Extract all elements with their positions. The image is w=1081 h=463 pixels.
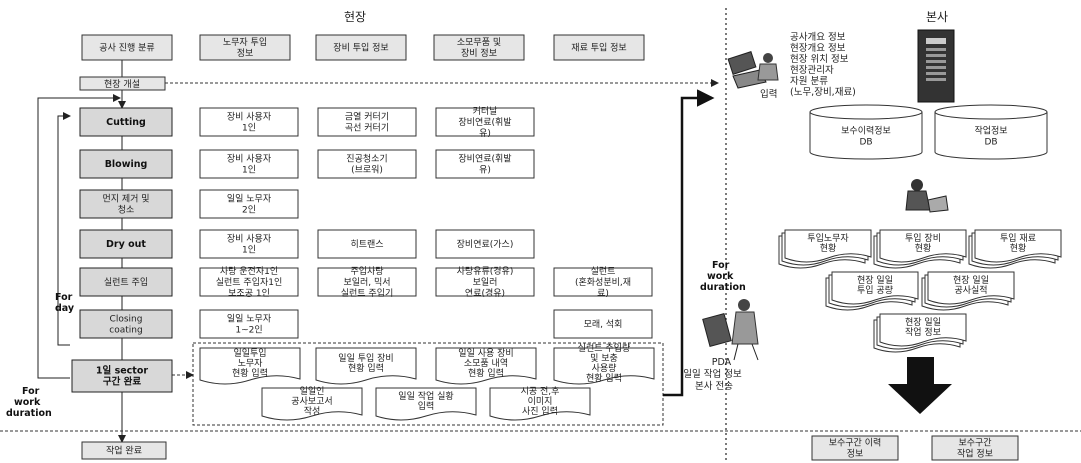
step-0: Cutting	[80, 108, 172, 136]
site-open: 현장 개설	[80, 77, 165, 90]
server-icon	[918, 30, 954, 102]
step-5-cell-1: 모래, 석회	[554, 310, 652, 338]
step-1-cell-1: 진공청소기(브로워)	[318, 150, 416, 178]
hq-doc3-0: 현장 일일작업 정보	[874, 314, 966, 352]
pda-upload-line	[663, 98, 712, 395]
operator-input-icon	[728, 52, 778, 88]
step-3-cell-1: 히트랜스	[318, 230, 416, 258]
step-3-text: Dry out	[106, 239, 146, 250]
step-5-text: Closingcoating	[109, 315, 142, 336]
step-4-text: 실런트 주입	[104, 276, 148, 288]
db-1: 작업정보DB	[935, 105, 1047, 159]
top-box-0: 공사 진행 분류	[82, 35, 172, 60]
step-3-cell-1-text: 히트랜스	[350, 239, 383, 250]
pda-worker-icon	[703, 299, 758, 360]
top-box-4-text: 재료 투입 정보	[571, 42, 626, 54]
hq-doc1-2: 투입 재료현황	[969, 230, 1061, 268]
step-1-text: Blowing	[105, 159, 148, 170]
step-3-cell-0: 장비 사용자1인	[200, 230, 298, 258]
step-1: Blowing	[80, 150, 172, 178]
site-header: 현장	[344, 10, 366, 24]
sector-done: 1일 sector구간 완료	[72, 360, 172, 392]
hq-doc2-1: 현장 일일공사실적	[922, 272, 1014, 310]
step-5-cell-1-text: 모래, 석회	[584, 319, 623, 330]
step-3: Dry out	[80, 230, 172, 258]
input-tag: 입력	[760, 88, 777, 100]
input-doc-4: 일일인공사보고서작성	[262, 386, 362, 420]
pda-caption: PDA 일일 작업 정보 본사 전송	[683, 357, 745, 392]
step-4: 실런트 주입	[80, 268, 172, 296]
sector-done-text: 1일 sector구간 완료	[96, 365, 148, 388]
step-1-cell-0: 장비 사용자1인	[200, 150, 298, 178]
input-doc-0: 일일투입노무자현황 입력	[200, 347, 300, 384]
step-3-cell-2: 장비연료(가스)	[436, 230, 534, 258]
work-done: 작업 완료	[82, 442, 166, 459]
top-box-3-text: 소모무품 및장비 정보	[457, 36, 501, 59]
daily-input-docs: 일일투입노무자현황 입력 일일 투입 장비현황 입력 일일 사용 장비소모품 내역현…	[200, 342, 654, 420]
step-0-text: Cutting	[106, 117, 146, 128]
hq-header: 본사	[926, 10, 948, 24]
sector-done: 1일 sector구간 완료	[72, 360, 172, 392]
top-box-2: 장비 투입 정보	[316, 35, 406, 60]
step-4-cell-2: 차량유류(경유)보일러연료(경유)	[436, 265, 534, 299]
hq-doc1-0: 투입노무자현황	[779, 230, 871, 268]
work-done: 작업 완료	[82, 442, 166, 459]
top-box-4: 재료 투입 정보	[554, 35, 644, 60]
pda-work-duration-label: For work duration	[700, 260, 746, 293]
site-open-text: 현장 개설	[104, 79, 140, 90]
top-box-0-text: 공사 진행 분류	[99, 42, 154, 54]
hq-bottom-1: 보수구간작업 정보	[932, 436, 1018, 460]
process-steps: Cutting 장비 사용자1인 금열 커터기곡선 커터기 커터날장비연료(휘발유) B…	[80, 106, 652, 338]
result-down-arrow	[888, 357, 952, 414]
analyst-icon	[906, 179, 948, 212]
work-done-text: 작업 완료	[106, 446, 142, 457]
step-3-cell-2-text: 장비연료(가스)	[457, 239, 514, 250]
for-day-label: For day	[55, 292, 76, 314]
for-work-duration-label: For work duration	[6, 386, 52, 419]
top-box-2-text: 장비 투입 정보	[333, 42, 388, 54]
hq-doc2-0: 현장 일일투입 공량	[826, 272, 918, 310]
